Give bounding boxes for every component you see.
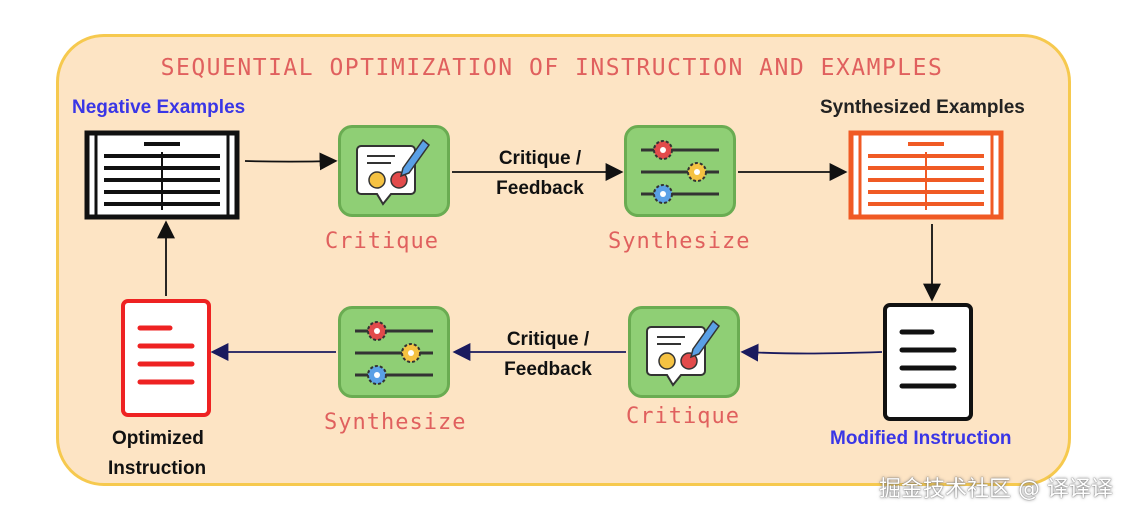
- edge-label-top-line2: Feedback: [496, 178, 584, 199]
- critique-tile-bottom: [628, 306, 740, 398]
- synthesize-step-label-top: Synthesize: [608, 229, 751, 254]
- critique-step-label-bottom: Critique: [626, 404, 740, 429]
- edge-label-bottom: Critique / Feedback: [488, 325, 608, 385]
- critique-icon: [646, 319, 721, 387]
- arrow-modified-to-critique: [740, 343, 883, 362]
- critique-tile-top: [338, 125, 450, 217]
- edge-label-bottom-line2: Feedback: [504, 359, 592, 380]
- optimized-instruction-label-line2: Instruction: [108, 458, 207, 479]
- modified-instruction-label: Modified Instruction: [830, 428, 1012, 449]
- critique-icon: [356, 138, 431, 206]
- negative-examples-table-icon: [84, 130, 240, 220]
- synthesize-tile-top: [624, 125, 736, 217]
- optimized-instruction-label-line1: Optimized: [112, 428, 204, 449]
- arrow-negative-to-critique: [244, 152, 338, 171]
- synthesized-examples-label: Synthesized Examples: [820, 97, 1025, 118]
- synthesize-step-label-bottom: Synthesize: [324, 410, 467, 435]
- edge-label-top: Critique / Feedback: [480, 144, 600, 204]
- synthesize-tile-bottom: [338, 306, 450, 398]
- sliders-gear-icon: [641, 140, 719, 204]
- watermark: 掘金技术社区 @ 译译译: [879, 477, 1113, 502]
- critique-step-label-top: Critique: [325, 229, 439, 254]
- synthesized-examples-table-icon: [848, 130, 1004, 220]
- edge-label-top-line1: Critique /: [498, 148, 582, 169]
- sliders-gear-icon: [355, 321, 433, 385]
- diagram-title: SEQUENTIAL OPTIMIZATION OF INSTRUCTION A…: [160, 55, 944, 81]
- edge-label-bottom-line1: Critique /: [506, 329, 590, 350]
- modified-instruction-document-icon: [883, 303, 973, 421]
- negative-examples-label: Negative Examples: [72, 97, 246, 118]
- optimized-instruction-document-icon: [121, 299, 211, 417]
